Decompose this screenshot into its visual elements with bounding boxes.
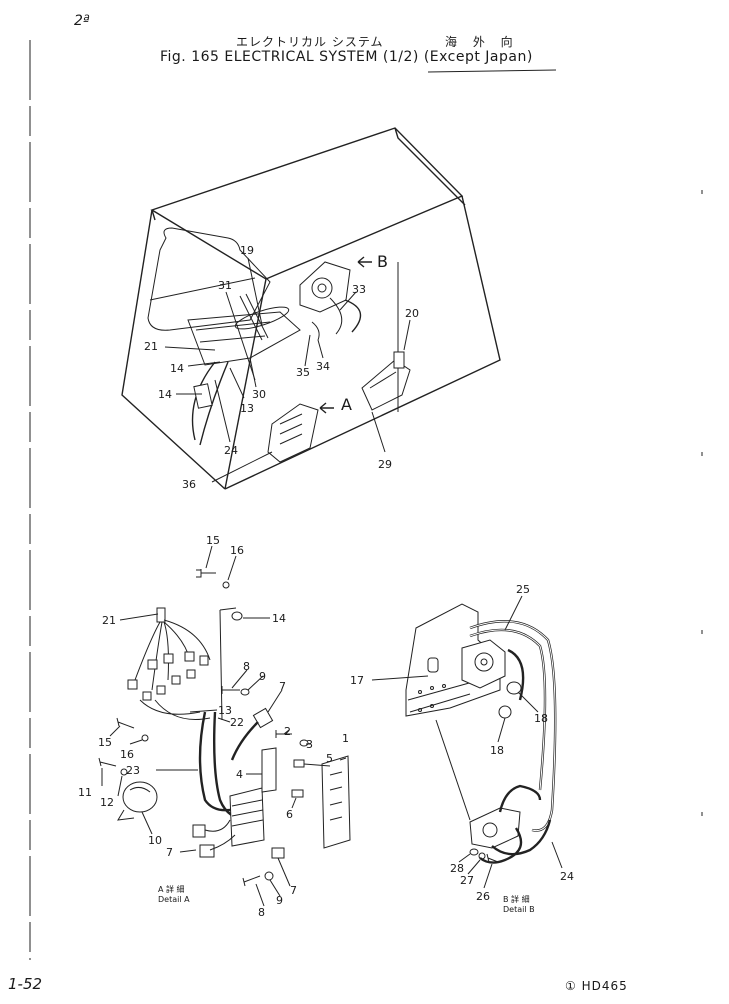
model-code: ① HD465: [565, 979, 628, 993]
view-arrow-a-label: A: [341, 395, 352, 414]
callout: 19: [240, 244, 254, 257]
page-number: 1-52: [8, 975, 43, 993]
callout: 24: [560, 870, 574, 883]
callout: 7: [166, 846, 173, 859]
detail-a-leaders: [101, 545, 347, 907]
callout: 9: [276, 894, 283, 907]
callout: 15: [98, 736, 112, 749]
callout: 3: [306, 738, 313, 751]
callout: 18: [534, 712, 548, 725]
callout: 13: [218, 704, 232, 717]
detail-b-drawing: [405, 603, 557, 864]
callout: 12: [100, 796, 114, 809]
callout: 15: [206, 534, 220, 547]
callout: 21: [144, 340, 158, 353]
detail-a-caption: A 詳 細 Detail A: [158, 885, 190, 904]
main-leaders: [164, 257, 411, 483]
callout: 1: [342, 732, 349, 745]
callout: 8: [243, 660, 250, 673]
callout: 14: [158, 388, 172, 401]
page-corner-mark: 2ª: [74, 13, 90, 29]
callout: 5: [326, 752, 333, 765]
callout: 28: [450, 862, 464, 875]
callout: 14: [272, 612, 286, 625]
title-underline: [427, 69, 557, 73]
callout: 17: [350, 674, 364, 687]
callout: 14: [170, 362, 184, 375]
callout: 16: [120, 748, 134, 761]
callout: 18: [490, 744, 504, 757]
callout: 16: [230, 544, 244, 557]
callout: 30: [252, 388, 266, 401]
figure-title-japanese: エレクトリカル システム: [236, 35, 384, 49]
callout: 31: [218, 279, 232, 292]
callout: 25: [516, 583, 530, 596]
callout: 6: [286, 808, 293, 821]
callout: 22: [230, 716, 244, 729]
callout: 2: [284, 725, 291, 738]
callout: 26: [476, 890, 490, 903]
view-arrow-b-label: B: [377, 252, 388, 271]
detail-b-leaders: [371, 595, 563, 889]
callout: 20: [405, 307, 419, 320]
connector-group: [127, 651, 209, 701]
detail-b-callouts: 25 17 18 18 28 27 26 24: [350, 583, 574, 903]
callout: 27: [460, 874, 474, 887]
callout: 13: [240, 402, 254, 415]
callout: 24: [224, 444, 238, 457]
callout: 4: [236, 768, 243, 781]
callout: 21: [102, 614, 116, 627]
callout: 7: [279, 680, 286, 693]
callout: 33: [352, 283, 366, 296]
figure-region-japanese: 海 外 向: [445, 35, 519, 49]
detail-a-drawing: [98, 569, 351, 887]
callout: 36: [182, 478, 196, 491]
callout: 8: [258, 906, 265, 919]
callout: 7: [290, 884, 297, 897]
detail-a-callouts: 15 16 14 21 8 9 7 13 22 15 16 2 3 5 1 11…: [78, 534, 349, 919]
callout: 34: [316, 360, 330, 373]
detail-b-caption: B 詳 細 Detail B: [503, 895, 535, 914]
callout: 9: [259, 670, 266, 683]
callout: 10: [148, 834, 162, 847]
callout: 35: [296, 366, 310, 379]
figure-title: Fig. 165 ELECTRICAL SYSTEM (1/2) (Except…: [160, 49, 533, 65]
main-callouts: 19 31 21 14 14 13 30 24 33 20 35 34 29 3…: [144, 244, 419, 491]
callout: 29: [378, 458, 392, 471]
callout: 11: [78, 786, 92, 799]
callout: 23: [126, 764, 140, 777]
cab-assembly: [121, 127, 501, 490]
